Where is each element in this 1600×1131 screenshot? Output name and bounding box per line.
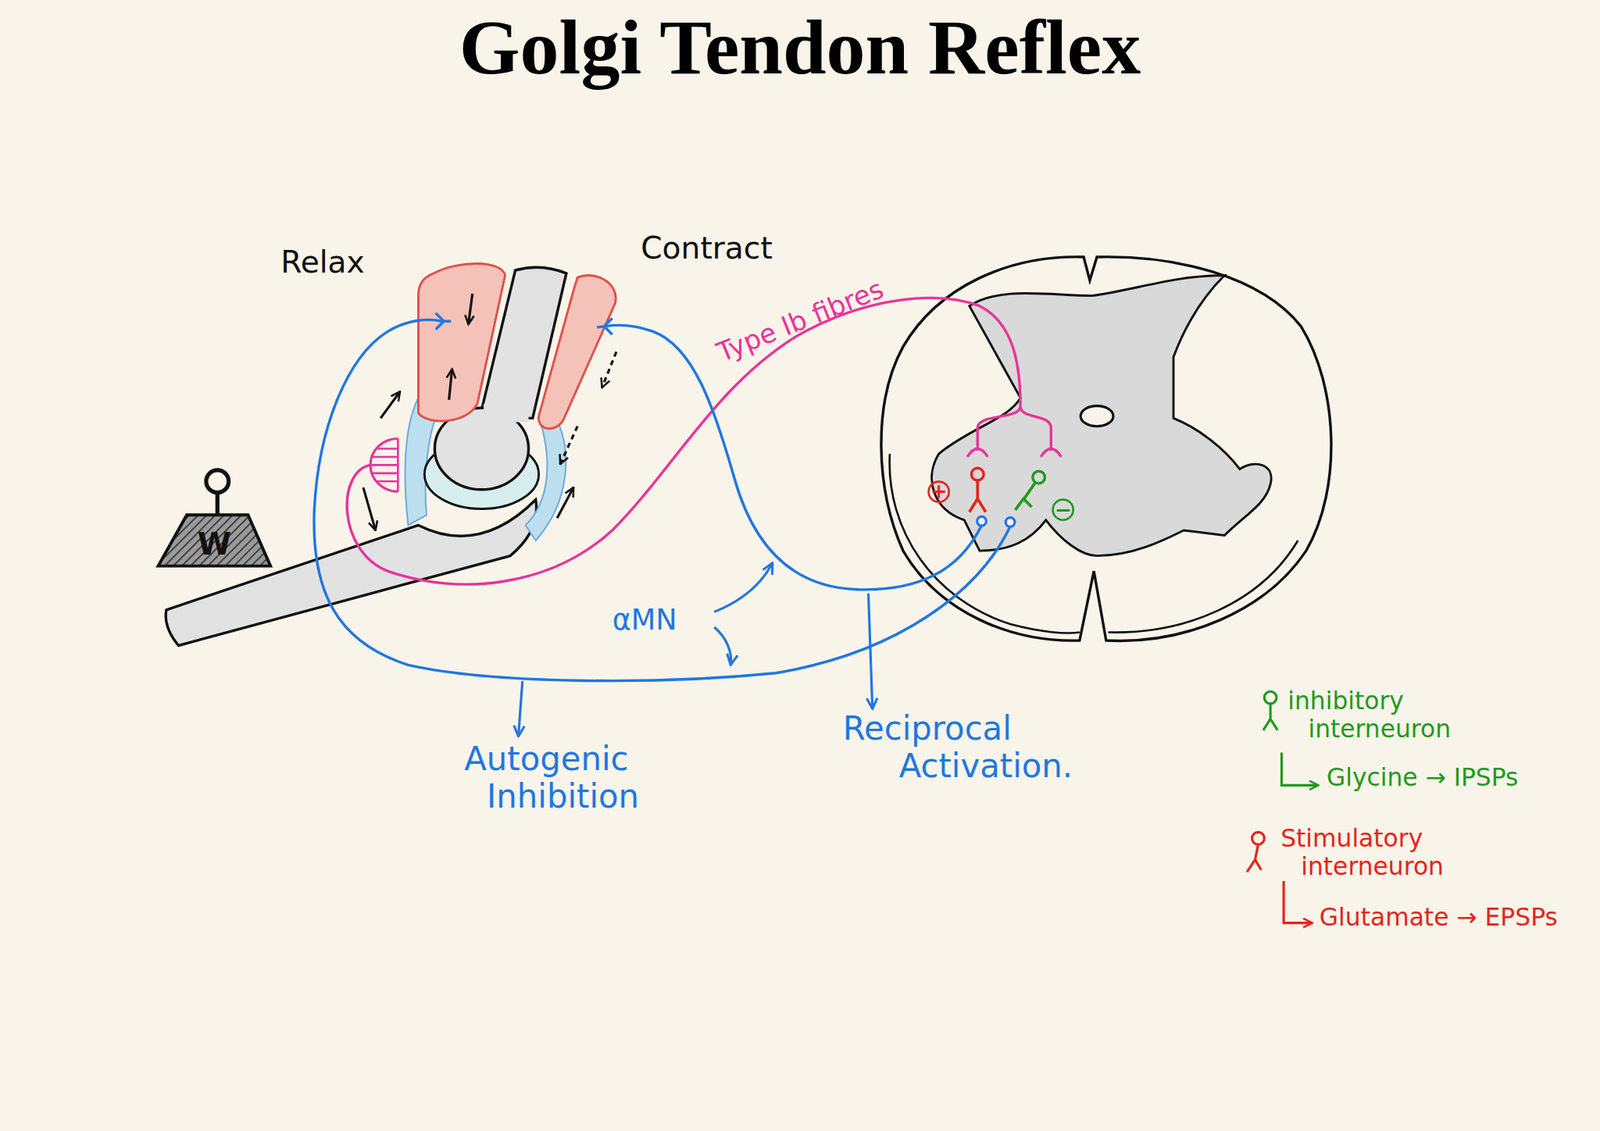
force-arrow [449,369,453,400]
motor-axon [605,325,983,590]
cord-inner-outline [1107,540,1298,633]
motor-axon [314,319,1011,681]
pointer-arrow [714,563,772,613]
pathway-label: Autogenic Inhibition [464,740,681,816]
golgi-tendon-organ [346,298,1061,586]
legend-neuron-icon [1252,832,1265,845]
interneuron-axon [969,480,986,512]
muscle-state-label: Relax [280,244,365,280]
pointer-arrow [518,681,523,737]
legend-text: inhibitory interneuron [1287,686,1482,743]
force-arrow [468,293,473,325]
alpha-motor-neurons [314,313,1015,737]
force-arrow [560,426,578,465]
legend-note: Glycine → IPSPs [1326,763,1518,792]
excitation-sign: + [926,479,951,504]
gto-receptor [370,438,398,492]
interneuron-soma [1032,471,1046,484]
motor-neuron-soma [1005,517,1015,528]
legend-neuron-icon [1246,844,1261,872]
legend-icons [1246,691,1318,923]
force-arrow [380,391,400,418]
motor-terminal [435,313,452,330]
weight-ring [206,470,229,493]
ib-fibre [346,298,1021,586]
ib-fibre-branch [977,406,1051,451]
weight-hook [215,492,220,516]
stimulatory-interneuron [969,467,986,512]
cord-outline [881,257,1332,642]
force-arrow [557,487,574,518]
grey-matter [932,275,1272,557]
inhibition-sign: − [1050,497,1075,522]
interneuron-soma [971,467,984,481]
fibre-label: Type Ib fibres [713,274,889,369]
weight-block: W [153,464,276,572]
motor-terminal [596,317,613,335]
legend-neuron-icon [1264,691,1277,704]
relaxed-muscle [418,264,506,422]
muscle-state-label: Contract [640,230,773,266]
spinal-cord [881,257,1332,642]
force-arrow [363,487,376,531]
neuron-label: αMN [612,603,678,637]
inhibitory-interneuron [1015,471,1046,511]
central-canal [1080,406,1114,427]
sign-symbol: + [926,479,951,504]
bone-seam-cover [483,403,529,423]
legend-note: Glutamate → EPSPs [1319,903,1558,932]
synaptic-terminal [967,448,1061,457]
pointer-arrow [714,627,731,665]
diagram-title: Golgi Tendon Reflex [0,4,1600,91]
legend-arrow [1281,753,1318,786]
pointer-arrow [868,593,873,710]
contracted-muscle [538,275,616,429]
legend-arrow [1283,881,1313,924]
force-arrow [602,351,617,388]
motor-neuron-soma [977,516,987,526]
pathway-label: Reciprocal Activation. [842,710,1124,786]
legend-neuron-icon [1263,703,1278,731]
gto-receptor [370,438,398,492]
limb [165,264,617,647]
interneuron-axon [1015,483,1036,511]
legend-text: Stimulatory interneuron [1280,824,1475,881]
weight-label: W [153,523,276,565]
sign-symbol: − [1050,497,1075,522]
